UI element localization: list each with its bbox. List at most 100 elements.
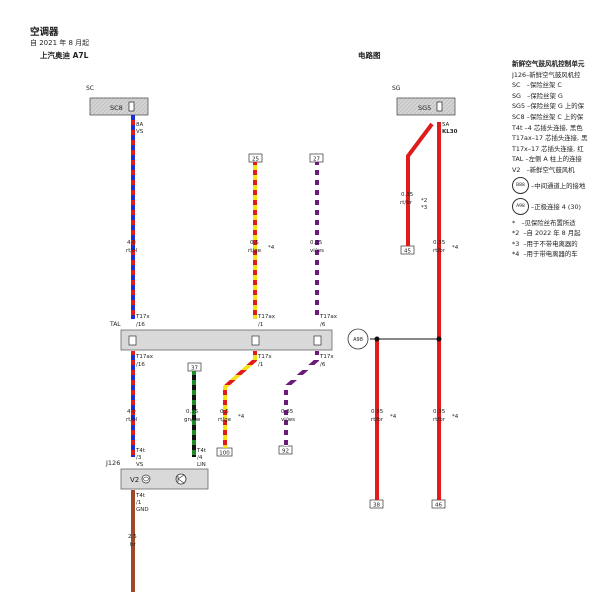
positive-connection-icon: A98: [512, 198, 529, 216]
svg-text:0.5: 0.5: [220, 409, 229, 415]
fuse-icon: [436, 101, 443, 112]
ref-box-25: 25: [248, 153, 263, 163]
legend-panel: 新鲜空气鼓风机控制单元 J126–新鲜空气鼓风机控 SC –保险丝架 C SG …: [512, 59, 601, 260]
svg-text:*4: *4: [238, 414, 245, 420]
ref-box-45: 45: [400, 245, 415, 255]
legend-item: T4t –4 芯插头连接, 黑色: [512, 123, 583, 132]
svg-text:T4t: T4t: [135, 448, 146, 454]
ref-box-92: 92: [278, 445, 293, 455]
svg-text:SC8: SC8: [110, 104, 123, 112]
svg-text:/6: /6: [320, 362, 326, 368]
svg-text:5A: 5A: [442, 122, 449, 128]
legend-item: T17ax–17 芯插头连接, 黑: [512, 134, 588, 143]
wire-rtge-upper: [253, 162, 257, 319]
junction-dot: [374, 336, 380, 342]
legend-symbol-positive: A98–正极连接 4 (30): [512, 197, 601, 218]
svg-text:4.0: 4.0: [127, 240, 136, 246]
svg-text:J126: J126: [105, 459, 120, 467]
svg-text:GND: GND: [136, 507, 149, 513]
svg-text:V2: V2: [130, 476, 139, 484]
svg-text:SG: SG: [392, 85, 401, 92]
wire-gnsw: [192, 371, 196, 457]
a98-positive-connection: A98: [347, 328, 369, 350]
blower-control-unit-j126: J126 V2: [105, 459, 209, 490]
fuse-icon: [128, 101, 135, 112]
legend-symbol-ground: B88–中间通道上的接地: [512, 176, 601, 197]
svg-text:100: 100: [219, 451, 230, 457]
svg-text:gn/sw: gn/sw: [184, 417, 201, 423]
svg-text:/1: /1: [258, 322, 263, 328]
blower-motor-icon: [141, 474, 151, 484]
svg-text:T17x: T17x: [319, 354, 334, 360]
svg-text:T17x: T17x: [257, 354, 272, 360]
wire-viws-lower: [284, 351, 319, 446]
page-subtitle: 自 2021 年 8 月起: [30, 39, 90, 47]
connector-bar-tal: TAL: [109, 321, 333, 351]
legend-note: *3 –用于不带电离器的: [512, 239, 578, 248]
svg-text:*2: *2: [421, 198, 427, 204]
legend-note: *2 –自 2022 年 8 月起: [512, 229, 581, 238]
ground-point-icon: B88: [512, 177, 529, 195]
ref-box-100: 100: [216, 447, 233, 457]
svg-text:KL30: KL30: [442, 129, 458, 135]
svg-text:0.5: 0.5: [250, 240, 259, 246]
svg-text:*4: *4: [452, 245, 459, 251]
svg-text:A98: A98: [353, 337, 363, 343]
svg-text:27: 27: [313, 157, 320, 163]
legend-item: V2 –新鲜空气鼓风机: [512, 165, 575, 174]
svg-text:rt/br: rt/br: [400, 200, 413, 206]
svg-text:0.35: 0.35: [281, 409, 294, 415]
fuse-box-sg: SG SG5 5A KL30: [392, 85, 458, 135]
svg-text:0.35: 0.35: [186, 409, 199, 415]
svg-text:/16: /16: [136, 362, 145, 368]
legend-item: SC –保险丝架 C: [512, 81, 562, 90]
svg-text:vi/ws: vi/ws: [281, 417, 295, 423]
svg-text:T17ax: T17ax: [319, 314, 338, 320]
svg-text:rt/bl: rt/bl: [126, 248, 138, 254]
svg-text:br: br: [130, 542, 136, 548]
svg-text:0.35: 0.35: [433, 409, 446, 415]
svg-text:*4: *4: [452, 414, 459, 420]
svg-text:rt/bl: rt/bl: [126, 417, 138, 423]
page-title: 空调器: [30, 27, 59, 38]
wire-rtge-lower: [223, 351, 257, 448]
svg-text:T17x: T17x: [135, 314, 150, 320]
svg-text:rt/ge: rt/ge: [248, 248, 262, 254]
svg-text:LIN: LIN: [197, 462, 206, 468]
wire-rtbl-lower: [131, 351, 135, 457]
svg-text:/6: /6: [320, 322, 326, 328]
ref-box-46: 46: [431, 499, 446, 509]
svg-text:VS: VS: [136, 462, 144, 468]
wire-viws-upper: [315, 162, 319, 319]
svg-text:0.35: 0.35: [310, 240, 323, 246]
wire-br-ground: [131, 490, 135, 592]
svg-text:SG5: SG5: [418, 104, 431, 112]
legend-item: SG5 –保险丝架 G 上的保: [512, 102, 585, 111]
legend-item: SG –保险丝架 G: [512, 91, 563, 100]
svg-text:/1: /1: [136, 500, 141, 506]
ref-box-27: 27: [309, 153, 324, 163]
svg-text:VS: VS: [136, 129, 144, 135]
svg-text:*4: *4: [268, 245, 275, 251]
svg-text:T17ax: T17ax: [135, 354, 154, 360]
svg-text:0.35: 0.35: [371, 409, 384, 415]
svg-text:4.0: 4.0: [127, 409, 136, 415]
legend-title: 新鲜空气鼓风机控制单元: [512, 60, 585, 68]
svg-text:/3: /3: [136, 455, 142, 461]
legend-item: SC8 –保险丝架 C 上的保: [512, 112, 584, 121]
svg-text:T4t: T4t: [135, 493, 146, 499]
svg-text:rt/br: rt/br: [433, 417, 446, 423]
svg-text:TAL: TAL: [109, 321, 121, 328]
junction-dot: [436, 336, 442, 342]
svg-text:SC: SC: [86, 85, 94, 92]
svg-text:rt/br: rt/br: [371, 417, 384, 423]
legend-item: J126–新鲜空气鼓风机控: [512, 70, 581, 79]
vehicle-model: 上汽奥迪 A7L: [40, 51, 89, 60]
svg-text:25: 25: [252, 157, 259, 163]
svg-text:92: 92: [282, 449, 289, 455]
svg-text:37: 37: [191, 366, 198, 372]
svg-text:/1: /1: [258, 362, 263, 368]
svg-text:46: 46: [435, 503, 442, 509]
svg-text:*3: *3: [421, 205, 428, 211]
